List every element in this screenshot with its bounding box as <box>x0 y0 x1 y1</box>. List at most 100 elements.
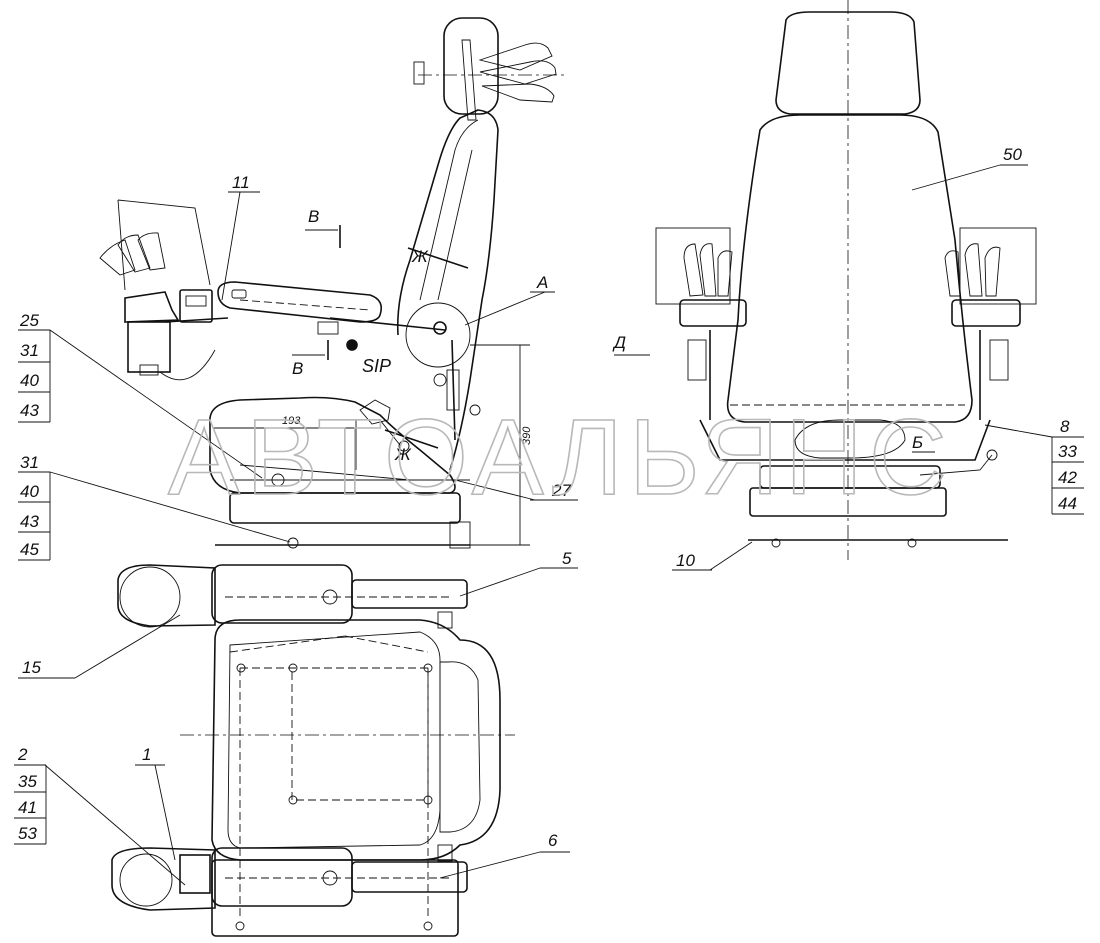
stack-8-item: 44 <box>1058 494 1077 513</box>
front-headrest <box>775 11 921 115</box>
top-armrest-upper-tab <box>437 611 453 629</box>
top-bolt-7-icon <box>423 921 433 931</box>
joystick-boot <box>124 291 180 323</box>
right-joystick-frame <box>959 227 1037 305</box>
recline-mechanism <box>405 302 471 368</box>
label-15: 15 <box>22 658 41 677</box>
armrest-knob <box>317 321 339 335</box>
backrest <box>396 109 499 471</box>
front-base-mid <box>749 487 947 517</box>
joystick-body <box>127 321 171 373</box>
left-hinge <box>687 339 707 381</box>
mount-bolt-icon <box>287 537 299 549</box>
rear-bracket <box>449 521 471 549</box>
leader-11 <box>221 191 241 301</box>
top-armrest-lower-tab <box>437 844 453 862</box>
stack-31-item: 43 <box>20 512 39 531</box>
top-hidden-diag-r <box>344 635 429 653</box>
callout-stack-8: 8 33 42 44 <box>1051 417 1084 515</box>
top-bolt-1-icon <box>236 663 246 673</box>
joystick-body-top <box>413 61 425 85</box>
stack-25-item: 40 <box>20 371 39 390</box>
joystick-grip-3-icon <box>137 232 166 271</box>
leader-8 <box>984 424 1053 438</box>
top-joystick-lower-icon <box>119 853 173 907</box>
pivot-A-icon <box>433 321 447 335</box>
headrest-side <box>443 17 499 115</box>
top-seat-outline <box>211 619 501 861</box>
top-view: 5 6 15 1 <box>18 549 578 937</box>
stack-25-item: 43 <box>20 401 39 420</box>
sip-marker-icon <box>346 339 358 351</box>
joystick-cable <box>159 349 216 381</box>
dim-height-text: 390 <box>521 426 533 445</box>
leader-25 <box>49 329 263 479</box>
stack-2-item: 41 <box>18 798 37 817</box>
top-bolt-4-icon <box>288 795 298 805</box>
stack-2-item: 35 <box>18 772 37 791</box>
spring-anchor-icon <box>469 404 481 416</box>
front-lever-knob-icon <box>986 449 998 461</box>
adjust-lever-icon <box>359 399 391 425</box>
left-armrest-end <box>679 299 747 327</box>
top-joystick-upper-icon <box>119 566 181 628</box>
label-11: 11 <box>232 173 250 192</box>
top-bolt-2-icon <box>288 663 298 673</box>
leader-A <box>464 291 546 326</box>
seat-cushion <box>209 396 456 494</box>
stack-31-item: 31 <box>20 453 39 472</box>
leader-27 <box>454 479 536 501</box>
right-hinge <box>989 339 1009 381</box>
stack-31-item: 40 <box>20 482 39 501</box>
leader-31 <box>49 471 291 543</box>
leader-5 <box>459 567 541 597</box>
front-bolt-right-icon <box>907 538 917 548</box>
top-seat-inner <box>227 631 441 849</box>
dim-width-text: 193 <box>282 415 301 427</box>
stack-2-item: 53 <box>18 824 37 843</box>
front-bolt-left-icon <box>771 538 781 548</box>
label-d: Д <box>612 333 626 352</box>
label-zh-lower: Ж <box>394 445 412 464</box>
armrest-bracket <box>329 317 446 331</box>
label-5: 5 <box>562 549 572 568</box>
front-cushion-handle <box>794 419 906 459</box>
top-bolt-6-icon <box>235 921 245 931</box>
callout-stack-31: 31 40 43 45 <box>18 453 51 561</box>
joystick-grip-1-icon <box>99 239 136 276</box>
right-armrest-end <box>951 299 1021 327</box>
front-cushion <box>699 419 991 461</box>
top-hidden-diag-l <box>229 635 346 653</box>
top-hidden-frame <box>240 667 429 801</box>
control-display <box>185 295 207 307</box>
leader-2 <box>44 764 186 886</box>
watermark: АВТОАЛЬЯНС <box>168 396 953 517</box>
label-sip: SIP <box>362 356 391 376</box>
left-joystick-icon <box>683 243 733 297</box>
callout-stack-25: 25 31 40 43 <box>18 311 51 423</box>
label-6: 6 <box>548 831 558 850</box>
label-b: Б <box>912 433 923 452</box>
leader-15 <box>74 614 181 679</box>
stack-8-item: 33 <box>1058 442 1077 461</box>
side-view: 390 193 Ж Ж SIP В В A 27 <box>209 17 578 549</box>
left-joystick-frame <box>655 227 731 305</box>
stack-25-item: 31 <box>20 341 39 360</box>
label-v-lower: В <box>292 359 303 378</box>
stack-25-item: 25 <box>19 311 39 330</box>
label-zh-upper: Ж <box>411 247 429 266</box>
right-joystick-icon <box>944 243 1001 297</box>
top-control-box <box>179 854 211 894</box>
control-box <box>179 289 213 323</box>
top-bolt-3-icon <box>423 663 433 673</box>
label-50: 50 <box>1003 145 1022 164</box>
pivot-lower-icon <box>433 373 447 387</box>
lever-pivot-icon <box>398 440 410 452</box>
armrest-hidden-line <box>239 299 371 311</box>
headrest-post <box>461 39 477 121</box>
top-armrest-upper <box>211 564 353 624</box>
top-armrest-lower <box>211 847 353 907</box>
label-A: A <box>536 273 548 292</box>
leader-1 <box>154 764 176 861</box>
